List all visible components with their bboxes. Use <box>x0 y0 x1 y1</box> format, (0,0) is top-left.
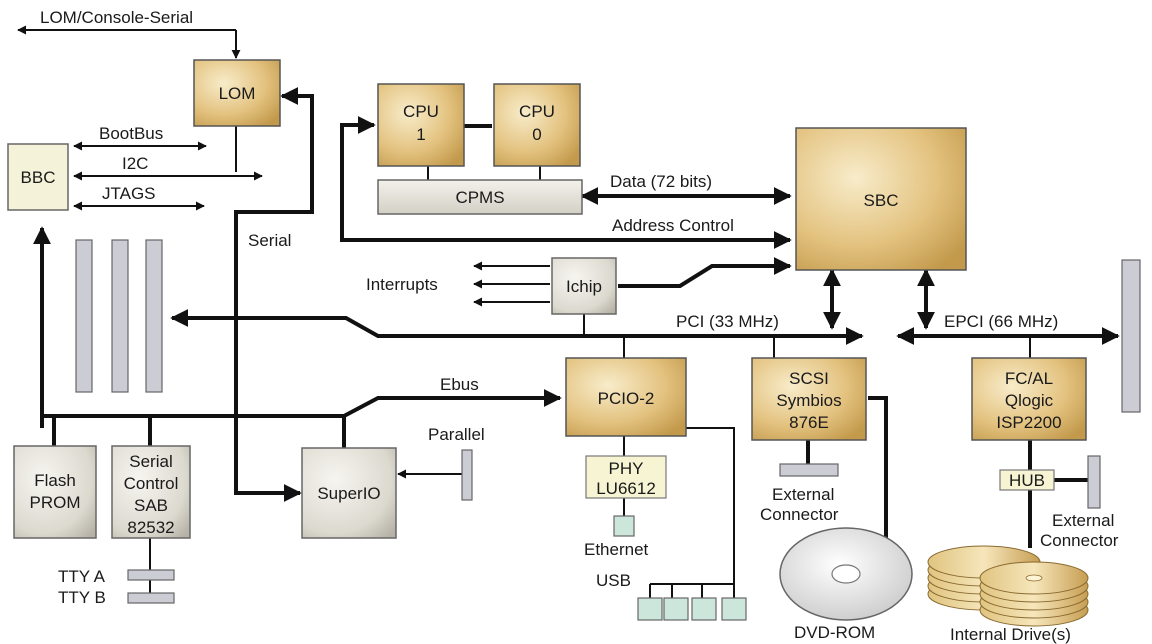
usb-port <box>663 597 689 621</box>
scsi-label-3: 876E <box>789 413 829 432</box>
sc-label-1: Serial <box>129 452 172 471</box>
pci-bus <box>170 309 864 345</box>
ebus-label: Ebus <box>440 375 479 394</box>
ethernet-label: Ethernet <box>584 540 649 559</box>
fcal-label-2: Qlogic <box>1005 391 1054 410</box>
fcal-label-3: ISP2200 <box>996 413 1061 432</box>
drive-stack-front <box>979 561 1089 627</box>
tty-a-label: TTY A <box>58 567 106 586</box>
ichip-label: Ichip <box>566 277 602 296</box>
epci-slot <box>1121 259 1141 413</box>
flash-label-1: Flash <box>34 471 76 490</box>
usb-ports <box>637 597 747 621</box>
connections <box>17 25 1120 600</box>
pci-slot <box>145 239 163 393</box>
pci-33-label: PCI (33 MHz) <box>676 312 779 331</box>
pci-slot <box>75 239 93 393</box>
data-72-label: Data (72 bits) <box>610 172 712 191</box>
ichip-sbc-line <box>618 257 792 288</box>
flash-label-2: PROM <box>30 493 81 512</box>
address-control-label: Address Control <box>612 216 734 235</box>
cpu0-label-bottom: 0 <box>532 125 541 144</box>
scsi-label-2: Symbios <box>776 391 841 410</box>
phy-block[interactable]: PHY LU6612 <box>585 455 667 499</box>
cpu0-block[interactable]: CPU 0 <box>493 83 581 167</box>
lom-label: LOM <box>219 84 256 103</box>
phy-label-1: PHY <box>609 459 644 478</box>
fcal-block[interactable]: FC/AL Qlogic ISP2200 <box>971 357 1087 441</box>
scsi-block[interactable]: SCSI Symbios 876E <box>751 357 867 441</box>
usb-label: USB <box>596 571 631 590</box>
sc-label-4: 82532 <box>127 518 174 537</box>
parallel-connector <box>461 449 473 501</box>
sc-label-3: SAB <box>134 496 168 515</box>
pci-slots <box>75 239 163 393</box>
usb-port <box>637 597 663 621</box>
flash-prom-block[interactable]: Flash PROM <box>13 445 97 539</box>
tty-b-label: TTY B <box>58 588 106 607</box>
bbc-block[interactable]: BBC <box>7 143 69 211</box>
fcal-label-1: FC/AL <box>1005 369 1053 388</box>
tty-a-port <box>127 569 175 581</box>
i2c-label: I2C <box>122 154 148 173</box>
dvd-rom-icon <box>779 527 913 621</box>
hub-label: HUB <box>1009 471 1045 490</box>
serial-control-block[interactable]: Serial Control SAB 82532 <box>111 445 191 539</box>
internal-drives-label: Internal Drive(s) <box>950 625 1071 644</box>
lom-block[interactable]: LOM <box>193 59 281 127</box>
interrupts-label: Interrupts <box>366 275 438 294</box>
pcio2-label: PCIO-2 <box>598 389 655 408</box>
cpu1-label-top: CPU <box>403 102 439 121</box>
superio-block[interactable]: SuperIO <box>301 447 397 539</box>
sbc-block[interactable]: SBC <box>795 127 967 271</box>
scsi-external-label-1: External <box>772 485 834 504</box>
epci-66-label: EPCI (66 MHz) <box>944 312 1058 331</box>
sc-label-2: Control <box>124 474 179 493</box>
pci-slot <box>111 239 129 393</box>
usb-port <box>691 597 717 621</box>
bootbus-label: BootBus <box>99 124 163 143</box>
serial-line <box>234 87 314 502</box>
phy-label-2: LU6612 <box>596 479 656 498</box>
cpu1-block[interactable]: CPU 1 <box>377 83 465 167</box>
hub-external-label-2: Connector <box>1040 531 1119 550</box>
tty-b-port <box>127 592 175 604</box>
cpu1-label-bottom: 1 <box>416 125 425 144</box>
scsi-label-1: SCSI <box>789 369 829 388</box>
hub-block[interactable]: HUB <box>999 469 1055 491</box>
cpms-block[interactable]: CPMS <box>377 179 583 215</box>
dvd-rom-label: DVD-ROM <box>794 623 875 642</box>
ethernet-port <box>613 515 635 537</box>
address-control-line <box>340 116 792 249</box>
usb-port <box>721 597 747 621</box>
internal-drives-icon <box>927 545 1089 627</box>
superio-label: SuperIO <box>317 484 380 503</box>
cpms-label: CPMS <box>455 188 504 207</box>
pcio2-block[interactable]: PCIO-2 <box>565 357 687 437</box>
scsi-external-connector <box>779 463 839 477</box>
lom-console-serial-label: LOM/Console-Serial <box>40 8 193 27</box>
bbc-label: BBC <box>21 168 56 187</box>
sbc-label: SBC <box>864 191 899 210</box>
parallel-label: Parallel <box>428 425 485 444</box>
jtags-label: JTAGS <box>102 184 156 203</box>
cpu0-label-top: CPU <box>519 102 555 121</box>
hub-external-connector <box>1087 455 1101 509</box>
ichip-block[interactable]: Ichip <box>551 257 617 315</box>
serial-label: Serial <box>248 231 291 250</box>
scsi-external-label-2: Connector <box>760 505 839 524</box>
hub-external-label-1: External <box>1052 511 1114 530</box>
